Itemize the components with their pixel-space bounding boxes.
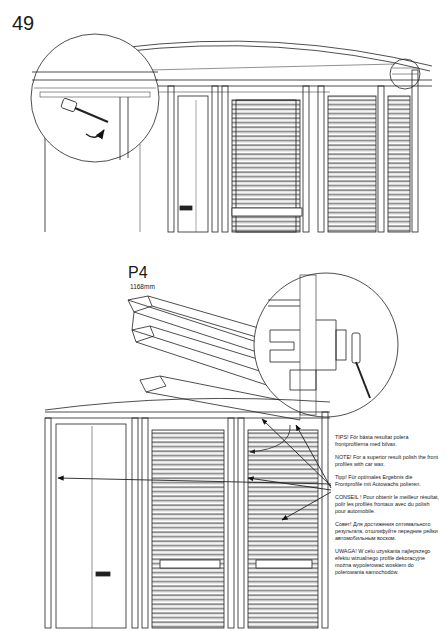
dimension: 1168mm <box>130 283 155 290</box>
pointer-arrows <box>58 419 331 520</box>
part-name: P4 <box>128 264 148 282</box>
tip-notes: TIPS! För bästa resultat polera frontpro… <box>335 434 441 582</box>
tip-note: UWAGA! W celu uzyskania najlepszego efek… <box>335 548 441 576</box>
tip-note: NOTE! For a superior result polish the f… <box>335 454 441 468</box>
detail-circle <box>31 34 420 162</box>
cabin-front-view <box>45 398 330 628</box>
tip-note: Tipp! Für optimales Ergebnis die Frontpr… <box>335 474 441 488</box>
tip-note: TIPS! För bästa resultat polera frontpro… <box>335 434 441 448</box>
tip-note: CONSEIL ! Pour obtenir le meilleur résul… <box>335 494 441 515</box>
step-number: 49 <box>12 12 34 34</box>
section-detail <box>254 273 398 417</box>
tip-note: Совет! Для достижения оптимального резул… <box>335 521 441 542</box>
